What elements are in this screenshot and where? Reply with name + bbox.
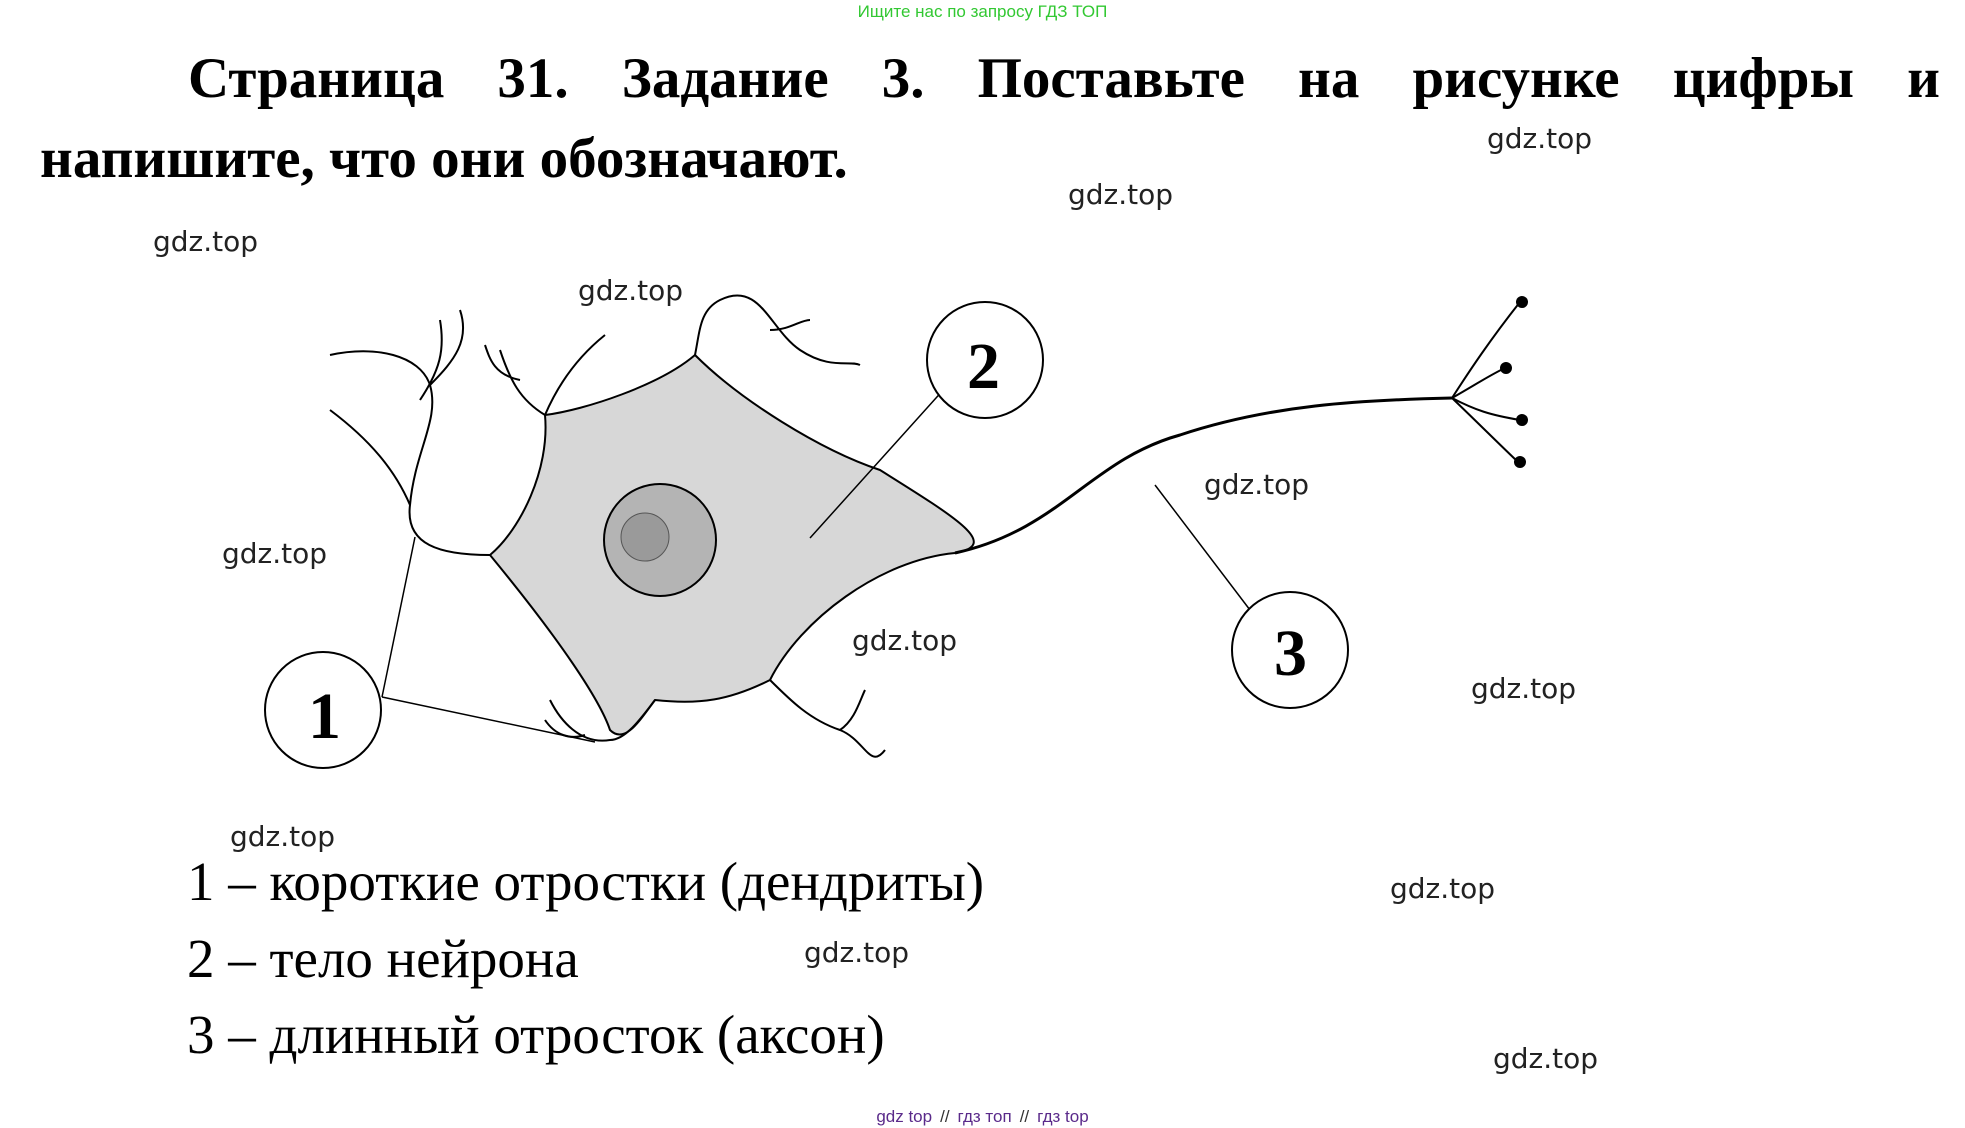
watermark: gdz.top: [1204, 468, 1310, 501]
title-word: Страница: [188, 47, 445, 110]
watermark: gdz.top: [230, 820, 336, 853]
nucleolus-circle: [620, 512, 670, 562]
top-banner[interactable]: Ищите нас по запросу ГДЗ ТОП: [857, 2, 1108, 21]
watermark: gdz.top: [852, 624, 958, 657]
axon-line: [954, 396, 1453, 555]
task-title-line-2: напишите, что они обозначают.: [40, 127, 848, 190]
watermark: gdz.top: [1068, 178, 1174, 211]
label-number-2: 2: [967, 330, 1000, 403]
task-title-line-1: Страница 31. Задание 3. Поставьте на рис…: [40, 46, 1940, 112]
neuron-body-shape: [488, 353, 975, 736]
label-number-3: 3: [1274, 617, 1307, 690]
watermark: gdz.top: [222, 537, 328, 570]
bottom-link[interactable]: gdz top: [876, 1107, 933, 1126]
label-circle-2: [926, 301, 1044, 419]
bottom-links: gdz top // гдз топ // гдз top: [0, 1107, 1965, 1127]
title-word: цифры: [1672, 47, 1855, 110]
label-circle-1: [264, 651, 382, 769]
pointer-lines: [381, 387, 1251, 743]
title-word: 3.: [881, 47, 925, 110]
bottom-link[interactable]: гдз топ: [957, 1107, 1012, 1126]
watermark: gdz.top: [153, 225, 259, 258]
answer-line-3: 3 – длинный отросток (аксон): [187, 1004, 885, 1065]
watermark: gdz.top: [1493, 1042, 1599, 1075]
bottom-link[interactable]: гдз top: [1037, 1107, 1089, 1126]
title-word: 31.: [497, 47, 569, 110]
dendrites: [329, 294, 886, 758]
title-word: Задание: [621, 47, 829, 110]
watermark: gdz.top: [1471, 672, 1577, 705]
axon-terminals: [1451, 301, 1521, 463]
answer-line-2: 2 – тело нейрона: [187, 928, 579, 989]
title-word: Поставьте: [977, 47, 1245, 110]
title-word: и: [1907, 47, 1940, 110]
watermark: gdz.top: [1487, 122, 1593, 155]
link-separator: //: [1019, 1107, 1030, 1126]
link-separator: //: [940, 1107, 950, 1126]
answer-line-1: 1 – короткие отростки (дендриты): [187, 851, 985, 912]
watermark: gdz.top: [1390, 872, 1496, 905]
watermark: gdz.top: [578, 274, 684, 307]
title-word: на: [1298, 47, 1360, 110]
axon-terminal-dots: [1500, 296, 1528, 468]
label-circle-3: [1231, 591, 1349, 709]
label-number-1: 1: [308, 680, 341, 753]
watermark: gdz.top: [804, 936, 910, 969]
title-word: рисунке: [1412, 47, 1620, 110]
